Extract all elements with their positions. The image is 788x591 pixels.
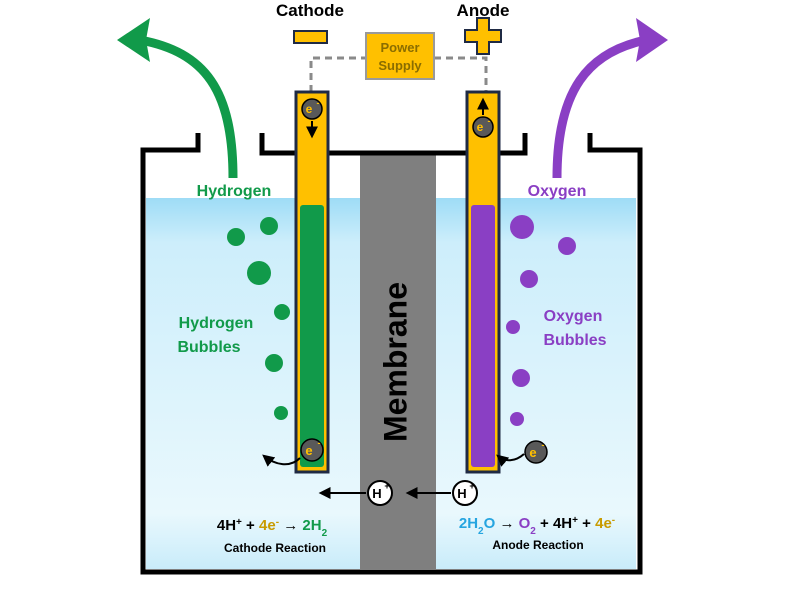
svg-text:H: H: [372, 486, 381, 501]
electron-anode-top: e -: [472, 116, 494, 138]
hydrogen-arrow-icon: [139, 35, 238, 179]
proton-anode-side: H +: [452, 480, 478, 506]
hydrogen-bubble: [274, 304, 290, 320]
electron-anode-bottom: e -: [524, 440, 548, 464]
svg-text:-: -: [317, 98, 320, 108]
hydrogen-bubbles: [227, 217, 290, 420]
plus-sign-icon: [464, 17, 502, 55]
power-supply: Power Supply: [365, 32, 435, 80]
cathode-reaction-equation: 4H+ + 4e- → 2H2: [217, 517, 328, 539]
power-supply-line2: Supply: [378, 58, 422, 73]
svg-text:e: e: [477, 120, 484, 134]
cathode-label: Cathode: [276, 1, 344, 20]
oxygen-arrowhead: [636, 18, 668, 62]
power-supply-line1: Power: [380, 40, 419, 55]
hydrogen-bubble: [247, 261, 271, 285]
cathode-reaction-label: Cathode Reaction: [224, 541, 326, 555]
anode-submerged: [471, 205, 495, 467]
cathode-submerged: [300, 205, 324, 467]
oxygen-bubbles-label-1: Oxygen: [544, 308, 603, 325]
hydrogen-bubble: [227, 228, 245, 246]
anode-label: Anode: [457, 1, 510, 20]
oxygen-bubble: [506, 320, 520, 334]
electron-capture-arrow-icon: [496, 453, 525, 467]
electron-cathode-bottom: e -: [300, 438, 324, 462]
hydrogen-bubble: [260, 217, 278, 235]
oxygen-label: Oxygen: [528, 183, 587, 200]
hydrogen-arrowhead: [117, 18, 150, 62]
svg-text:-: -: [488, 116, 491, 126]
oxygen-bubble: [510, 412, 524, 426]
proton-membrane: H +: [367, 480, 393, 506]
oxygen-arrow-icon: [552, 35, 647, 179]
svg-text:-: -: [318, 438, 321, 448]
svg-text:e: e: [305, 443, 312, 458]
svg-text:+: +: [384, 481, 389, 491]
membrane-label: Membrane: [377, 282, 413, 442]
tank-outline: [140, 133, 643, 575]
hydrogen-bubble: [265, 354, 283, 372]
hydrogen-bubbles-label-1: Hydrogen: [179, 315, 254, 332]
hydrogen-bubble: [274, 406, 288, 420]
tank-lid: [259, 133, 528, 156]
anode-reaction-label: Anode Reaction: [492, 538, 583, 552]
svg-text:e: e: [306, 102, 313, 116]
svg-text:-: -: [542, 440, 545, 450]
anode-reaction-equation: 2H2O → O2 + 4H+ + 4e-: [459, 515, 615, 537]
svg-text:e: e: [529, 445, 536, 460]
oxygen-bubble: [512, 369, 530, 387]
electron-release-arrow-icon: [262, 454, 301, 467]
oxygen-bubble: [510, 215, 534, 239]
svg-text:H: H: [457, 486, 466, 501]
oxygen-bubbles: [506, 215, 576, 426]
oxygen-bubble: [558, 237, 576, 255]
wire: [309, 56, 488, 92]
minus-sign-icon: [293, 30, 328, 44]
oxygen-bubbles-label-2: Bubbles: [543, 332, 606, 349]
hydrogen-label: Hydrogen: [197, 183, 272, 200]
svg-text:+: +: [469, 481, 474, 491]
hydrogen-bubbles-label-2: Bubbles: [177, 339, 240, 356]
oxygen-bubble: [520, 270, 538, 288]
electron-cathode-top: e -: [301, 98, 323, 120]
